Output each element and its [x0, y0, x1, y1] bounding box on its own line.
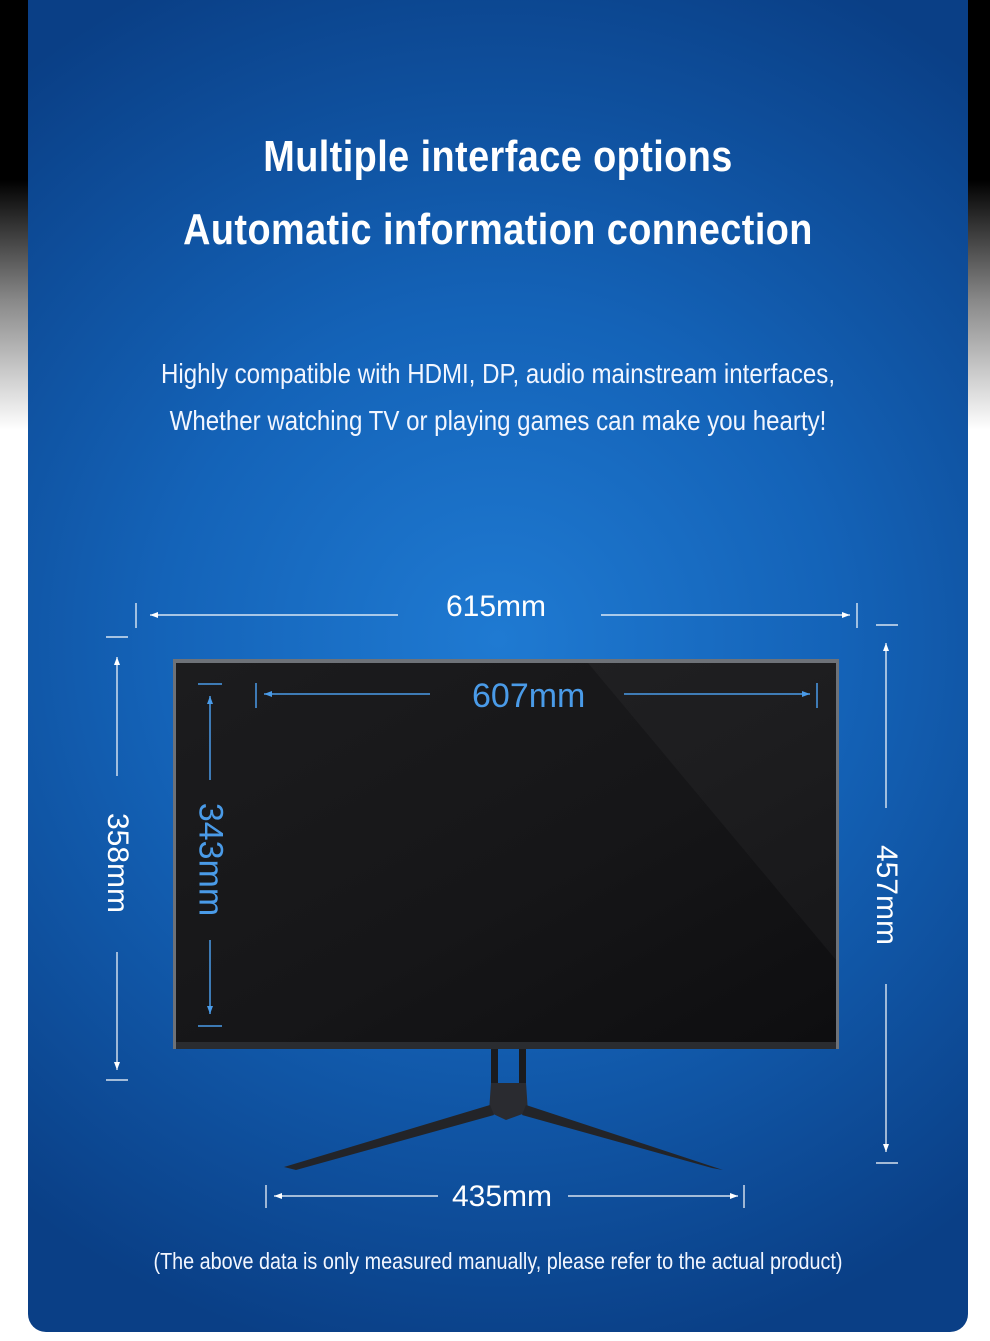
- screen-height-label: 343mm: [191, 802, 230, 917]
- dimension-lines: [106, 603, 898, 1208]
- panel-height-label: 358mm: [101, 812, 134, 914]
- screen-dimension-arrowheads: [207, 691, 810, 1014]
- disclaimer-text: (The above data is only measured manuall…: [153, 1248, 843, 1274]
- description-line-2: Whether watching TV or playing games can…: [169, 405, 827, 436]
- overall-width-label: 615mm: [446, 590, 547, 623]
- screen-dimension-lines: [198, 683, 818, 1027]
- dimension-arrowheads: [114, 612, 889, 1199]
- monitor-illustration: [106, 603, 898, 1208]
- heading-line-2: Automatic information connection: [183, 205, 813, 254]
- total-height-label: 457mm: [870, 844, 903, 946]
- description-line-1: Highly compatible with HDMI, DP, audio m…: [160, 358, 836, 389]
- heading-line-1: Multiple interface options: [263, 132, 733, 181]
- monitor-icon: [173, 659, 839, 1170]
- stand-width-label: 435mm: [452, 1180, 553, 1213]
- screen-width-label: 607mm: [472, 677, 586, 715]
- product-panel: Multiple interface options Automatic inf…: [28, 0, 968, 1332]
